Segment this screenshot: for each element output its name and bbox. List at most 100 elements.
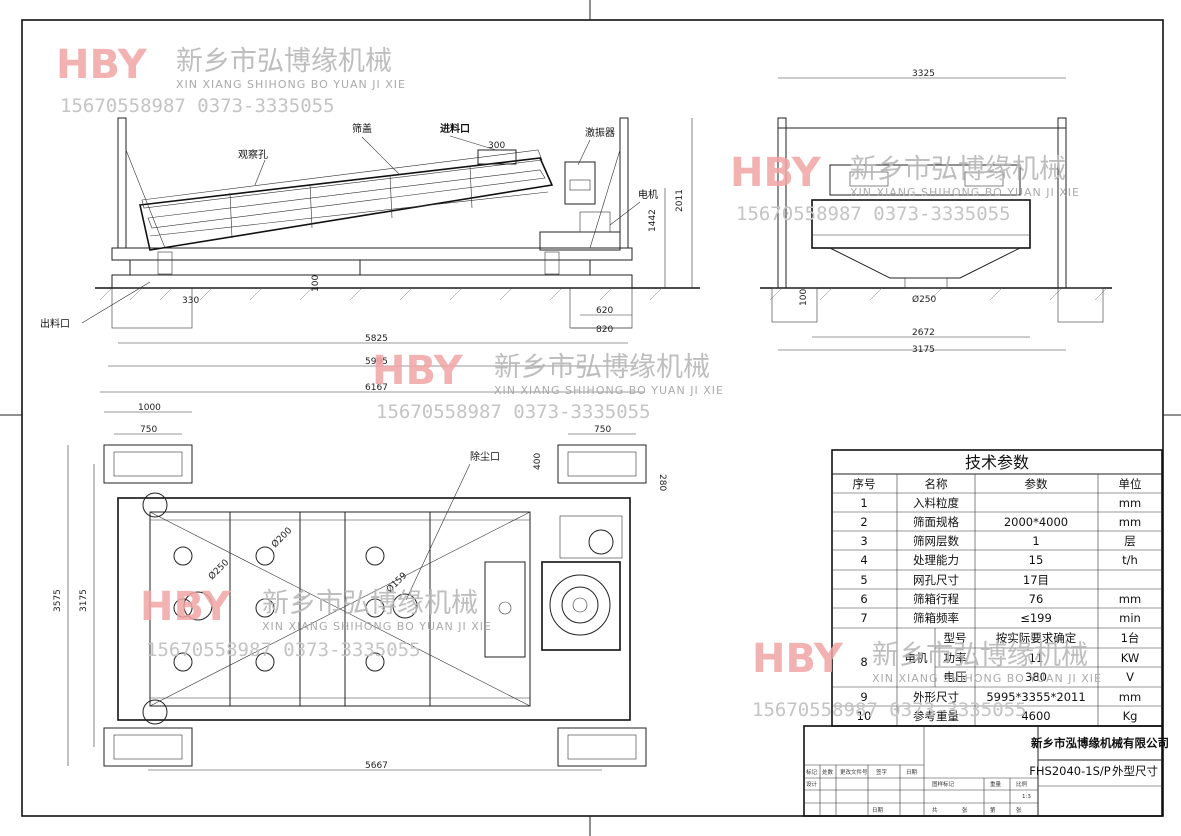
dim-width-3175: 3175 <box>912 345 935 355</box>
table-row: 7 筛箱频率 ≤199 min <box>860 611 1141 625</box>
dim-w-750-right: 750 <box>594 425 611 435</box>
dim-len-6167: 6167 <box>365 383 388 393</box>
svg-text:按实际要求确定: 按实际要求确定 <box>996 631 1077 645</box>
svg-text:HBY: HBY <box>730 150 822 196</box>
table-row: 9 外形尺寸 5995*3355*2011 mm <box>860 690 1141 704</box>
svg-text:KW: KW <box>1121 651 1140 665</box>
motor-row-no: 8 <box>860 655 867 669</box>
svg-text:4600: 4600 <box>1021 709 1050 723</box>
svg-text:日期: 日期 <box>872 807 884 814</box>
svg-text:重量: 重量 <box>990 780 1002 788</box>
svg-text:76: 76 <box>1029 592 1044 606</box>
svg-text:10: 10 <box>857 709 872 723</box>
table-row: 10 参考重量 4600 Kg <box>857 709 1138 723</box>
svg-text:mm: mm <box>1119 690 1141 704</box>
tech-parameter-table: 技术参数 序号 名称 参数 单位 1 入料粒度 mm 2 筛面规 <box>831 449 1163 727</box>
svg-text:新乡市弘博缘机械: 新乡市弘博缘机械 <box>494 352 710 383</box>
svg-text:比例: 比例 <box>1016 780 1028 788</box>
dim-height-total: 2011 <box>675 189 685 212</box>
dim-side-3175: 3175 <box>79 589 89 612</box>
svg-text:1: 1 <box>1032 534 1039 548</box>
svg-text:4: 4 <box>860 553 867 567</box>
svg-text:层: 层 <box>1124 534 1136 548</box>
watermark-top-right: HBY 新乡市弘博缘机械 XIN XIANG SHIHONG BO YUAN J… <box>730 150 1080 225</box>
svg-text:共: 共 <box>932 806 938 814</box>
table-row: 5 网孔尺寸 17目 <box>860 573 1049 587</box>
dim-vert-100: 100 <box>311 275 321 292</box>
dim-width-2672: 2672 <box>912 328 935 338</box>
watermark-top-left: HBY 新乡市弘博缘机械 XIN XIANG SHIHONG BO YUAN J… <box>56 42 406 117</box>
sheet-border <box>21 19 1164 817</box>
svg-text:筛箱频率: 筛箱频率 <box>913 611 959 625</box>
dim-len-5825: 5825 <box>365 334 388 344</box>
svg-text:15670558987 0373-3335055: 15670558987 0373-3335055 <box>146 639 421 661</box>
svg-text:15670558987 0373-3335055: 15670558987 0373-3335055 <box>60 95 335 117</box>
svg-text:外形尺寸: 外形尺寸 <box>913 690 959 704</box>
header-no: 序号 <box>853 477 876 491</box>
dim-w-1000: 1000 <box>138 403 161 413</box>
svg-text:更改文件号: 更改文件号 <box>840 768 868 776</box>
svg-text:设计: 设计 <box>806 780 818 788</box>
svg-text:筛网层数: 筛网层数 <box>913 534 959 548</box>
dim-foot-820: 820 <box>596 325 613 335</box>
label-observation-hole: 观察孔 <box>238 148 268 161</box>
svg-text:XIN XIANG SHIHONG BO YUAN JI X: XIN XIANG SHIHONG BO YUAN JI XIE <box>176 78 406 91</box>
table-row: 1 入料粒度 mm <box>860 496 1141 510</box>
svg-text:新乡市弘博缘机械: 新乡市弘博缘机械 <box>872 640 1088 671</box>
svg-text:筛箱行程: 筛箱行程 <box>913 592 959 606</box>
dim-outlet-dia: Ø250 <box>912 294 937 305</box>
svg-text:张: 张 <box>962 806 968 814</box>
svg-text:新乡市弘博缘机械: 新乡市弘博缘机械 <box>262 588 478 619</box>
label-dust-port: 除尘口 <box>470 450 500 463</box>
header-unit: 单位 <box>1119 477 1142 491</box>
svg-text:网孔尺寸: 网孔尺寸 <box>913 573 959 587</box>
drawing-title: 外型尺寸 <box>1112 764 1158 778</box>
svg-text:1台: 1台 <box>1121 631 1140 645</box>
dim-h-280: 280 <box>657 474 667 491</box>
title-block: 新乡市泓博缘机械有限公司 FHS2040-1S/P 外型尺寸 1:3 标记 处数… <box>803 725 1169 817</box>
svg-text:日期: 日期 <box>906 769 918 776</box>
company-name: 新乡市泓博缘机械有限公司 <box>1031 736 1169 750</box>
svg-text:XIN XIANG SHIHONG BO YUAN JI X: XIN XIANG SHIHONG BO YUAN JI XIE <box>262 620 492 633</box>
svg-text:t/h: t/h <box>1122 553 1138 567</box>
svg-text:新乡市弘博缘机械: 新乡市弘博缘机械 <box>850 154 1066 185</box>
svg-text:3: 3 <box>860 534 867 548</box>
dim-dia-250: Ø250 <box>206 557 231 582</box>
end-view: 3325 Ø250 100 2672 3175 <box>760 69 1112 355</box>
svg-text:1: 1 <box>860 496 867 510</box>
svg-text:功率: 功率 <box>944 651 967 665</box>
table-row: 2 筛面规格 2000*4000 mm <box>860 515 1141 529</box>
svg-text:2: 2 <box>860 515 867 529</box>
dim-h-400: 400 <box>533 453 543 470</box>
svg-text:mm: mm <box>1119 515 1141 529</box>
label-inlet: 进料口 <box>440 122 470 135</box>
svg-text:型号: 型号 <box>944 631 967 645</box>
watermark-bottom-right: HBY 新乡市弘博缘机械 XIN XIANG SHIHONG BO YUAN J… <box>752 636 1101 721</box>
svg-text:处数: 处数 <box>822 768 834 776</box>
label-motor: 电机 <box>638 188 658 201</box>
scale-value: 1:3 <box>1022 794 1031 800</box>
table-row: 6 筛箱行程 76 mm <box>860 592 1141 606</box>
svg-text:380: 380 <box>1025 670 1047 684</box>
svg-text:图样标记: 图样标记 <box>932 780 955 788</box>
motor-label: 电机 <box>905 651 928 665</box>
svg-text:HBY: HBY <box>372 348 464 394</box>
dim-w-750-left: 750 <box>140 425 157 435</box>
svg-text:mm: mm <box>1119 496 1141 510</box>
svg-text:签字: 签字 <box>876 768 888 776</box>
svg-text:≤199: ≤199 <box>1020 611 1052 625</box>
table-row: 型号 按实际要求确定 1台 <box>944 631 1140 645</box>
table-row: 3 筛网层数 1 层 <box>860 534 1135 548</box>
svg-text:V: V <box>1126 670 1134 684</box>
header-value: 参数 <box>1025 477 1048 491</box>
table-title: 技术参数 <box>965 453 1029 472</box>
svg-text:15: 15 <box>1029 553 1044 567</box>
dim-left-100: 100 <box>799 289 809 306</box>
dim-inlet-width: 300 <box>488 141 505 151</box>
svg-text:XIN XIANG SHIHONG BO YUAN JI X: XIN XIANG SHIHONG BO YUAN JI XIE <box>850 186 1080 199</box>
svg-text:2000*4000: 2000*4000 <box>1004 515 1068 529</box>
dim-side-3575: 3575 <box>53 589 63 612</box>
svg-text:张: 张 <box>1016 806 1022 814</box>
watermark-logo: HBY <box>56 42 148 88</box>
